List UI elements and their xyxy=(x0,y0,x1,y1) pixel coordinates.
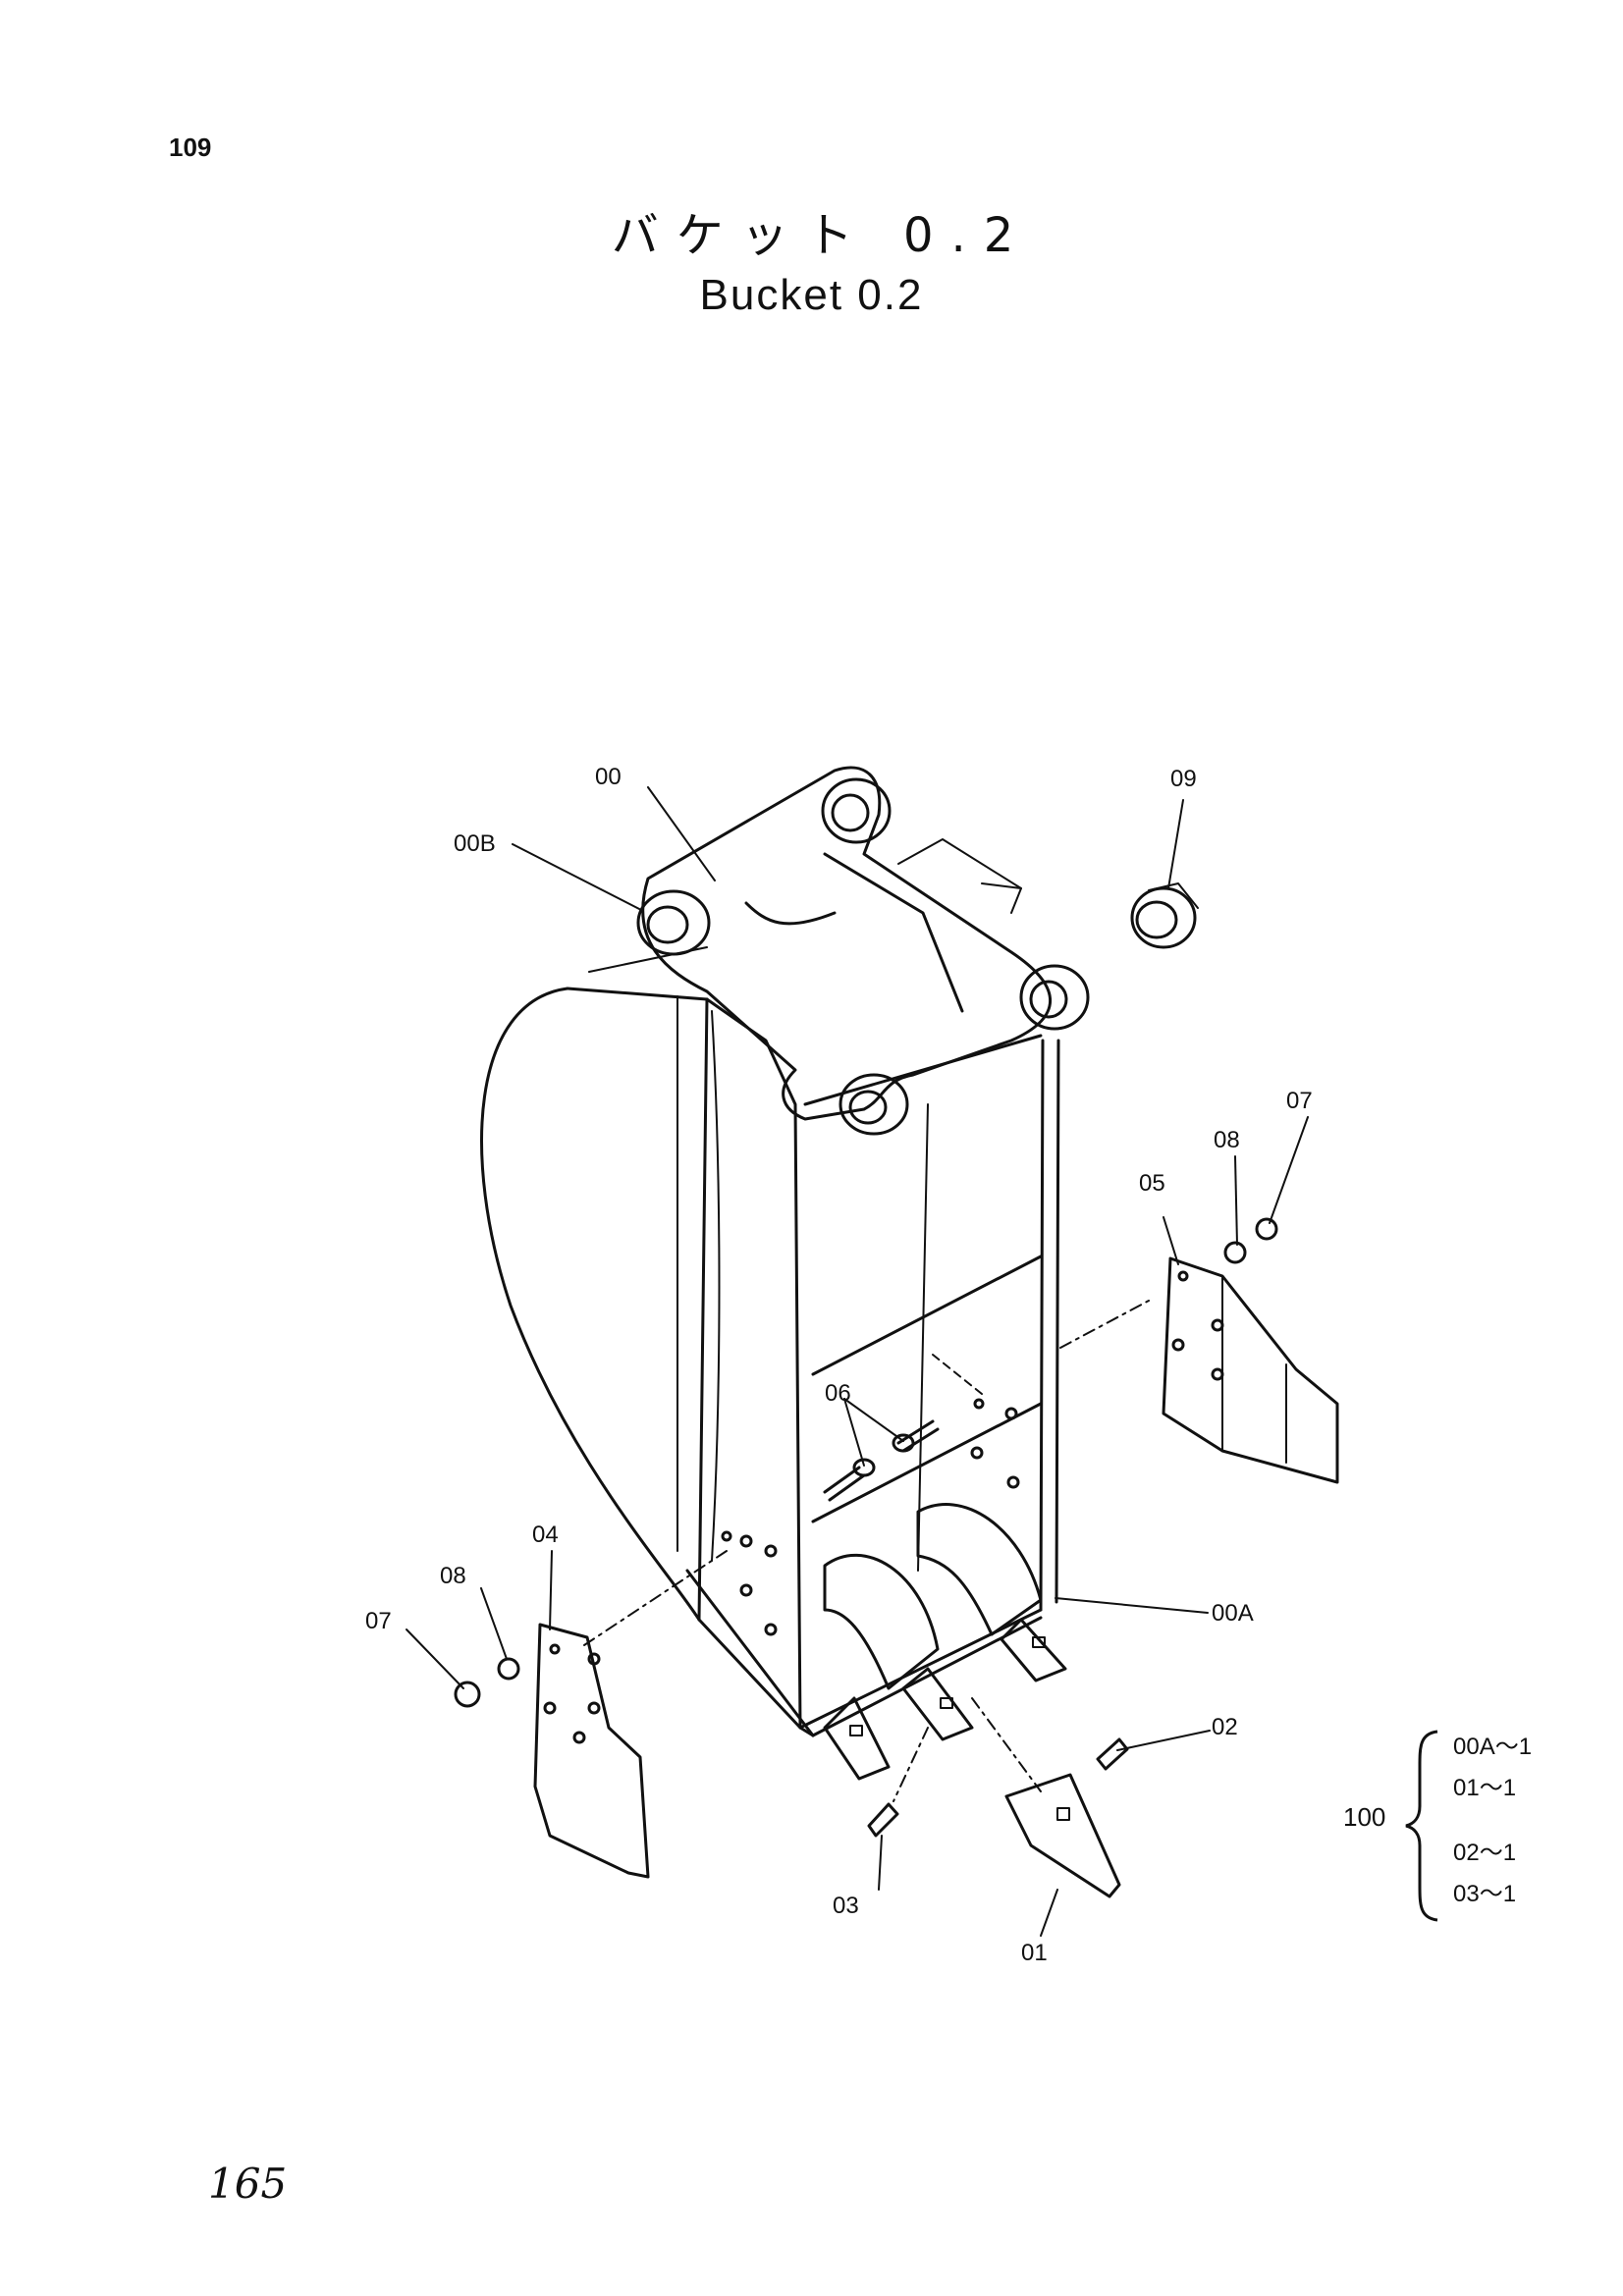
bucket-teeth xyxy=(823,1503,1067,1781)
callout-03: 03 xyxy=(833,1893,859,1919)
bucket-holes xyxy=(721,1398,1020,1636)
callout-00b: 00B xyxy=(454,830,496,857)
assembly-group-number: 100 xyxy=(1343,1802,1386,1832)
assembly-group-items: 00A～1 01～1 02～1 03～1 xyxy=(1453,1735,1532,1906)
callout-02: 02 xyxy=(1212,1714,1238,1740)
callout-00a: 00A xyxy=(1212,1600,1254,1627)
side-cutter-left xyxy=(533,1623,650,1879)
callout-05: 05 xyxy=(1139,1170,1165,1197)
callout-08-left: 08 xyxy=(440,1563,466,1589)
pin-bosses xyxy=(636,777,1090,1136)
callout-04: 04 xyxy=(532,1522,559,1548)
title-english: Bucket 0.2 xyxy=(699,271,924,319)
bolts xyxy=(823,1419,940,1502)
title-japanese: バケット 0.2 xyxy=(611,208,1032,263)
group-item: 00A～1 xyxy=(1453,1734,1533,1760)
page-number: 109 xyxy=(169,133,212,162)
callout-01: 01 xyxy=(1021,1940,1048,1966)
callout-08-right: 08 xyxy=(1214,1127,1240,1153)
group-item: 01～1 xyxy=(1453,1775,1517,1801)
brace-icon xyxy=(1405,1730,1438,1922)
callout-00: 00 xyxy=(595,764,622,790)
handwritten-page-note: 165 xyxy=(208,2160,288,2208)
callout-06: 06 xyxy=(825,1380,851,1407)
side-cutter-right xyxy=(1162,1256,1339,1484)
group-item: 02～1 xyxy=(1453,1840,1517,1866)
callout-09: 09 xyxy=(1170,766,1197,792)
callout-07-left: 07 xyxy=(365,1608,392,1634)
group-item: 03～1 xyxy=(1453,1881,1517,1907)
leader-lines xyxy=(406,786,1309,1937)
link-bracket xyxy=(588,766,1053,1121)
title-block: バケット 0.2 Bucket 0.2 xyxy=(0,196,1623,320)
callout-07-right: 07 xyxy=(1286,1088,1313,1114)
loose-parts xyxy=(454,882,1278,1898)
